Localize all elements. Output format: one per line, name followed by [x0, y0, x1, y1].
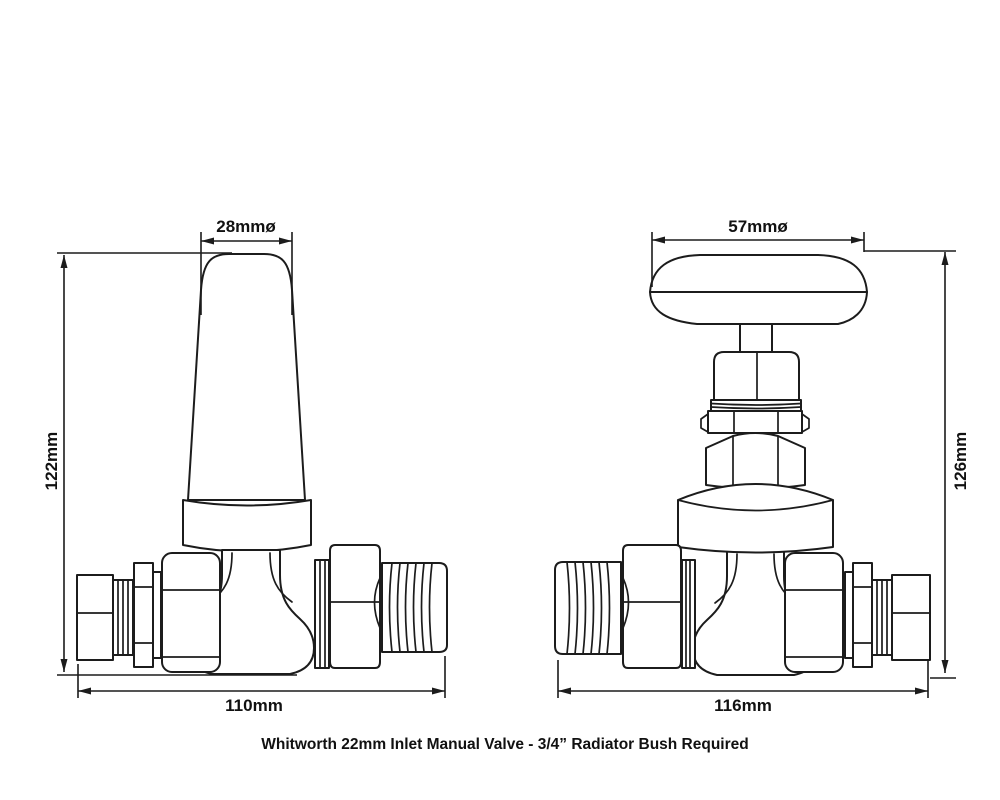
right-valve-height-label: 126mm [951, 432, 970, 491]
right-valve-large-hex [705, 432, 806, 490]
thread-lines [566, 561, 611, 655]
dim-126-arrow-bottom [941, 660, 949, 673]
left-valve-handle [187, 253, 306, 501]
olive-ring-lines [876, 579, 888, 656]
dim-122-arrow-bottom [60, 659, 68, 672]
flanged-nut [133, 562, 154, 668]
dim-122-arrow-top [60, 255, 68, 268]
washer-lines [710, 402, 802, 410]
left-valve-drawing [76, 253, 448, 675]
right-valve-knob [649, 254, 868, 325]
pipe-stub [891, 574, 931, 661]
flanged-nut-lines [852, 586, 873, 644]
dim-126-lines [864, 250, 956, 679]
hex-nut-face-curve [622, 577, 630, 629]
dim-122-lines [57, 252, 297, 676]
dim-57-arrow-left [652, 236, 665, 244]
body-ring-lines [319, 559, 326, 669]
dim-57-lines [651, 232, 865, 287]
union-nut-lines [161, 589, 221, 658]
thread-stub [554, 561, 622, 655]
right-valve-stem [739, 323, 773, 354]
flanged-nut [852, 562, 873, 668]
bonnet-front-lip [677, 499, 834, 512]
right-body-crease-left [714, 553, 738, 604]
dim-28-lines [200, 232, 293, 315]
flanged-nut-lines [133, 586, 154, 644]
union-nut [161, 552, 221, 673]
union-nut-lines [784, 589, 844, 658]
left-valve-dimensions: 28mmø 122mm 110mm [42, 217, 446, 715]
olive-ring-lines [117, 579, 129, 656]
dim-110-arrow-right [432, 687, 445, 695]
hex-nut-face-curve [373, 577, 381, 629]
right-valve-threaded-fitting [554, 544, 696, 669]
diagram-caption: Whitworth 22mm Inlet Manual Valve - 3/4”… [261, 736, 748, 753]
dim-116-arrow-left [558, 687, 571, 695]
dim-116-arrow-right [915, 687, 928, 695]
union-nut [784, 552, 844, 673]
small-hex-flares [700, 410, 810, 434]
spacer-ring [844, 571, 854, 659]
body-rings [681, 559, 696, 669]
left-valve-collar [182, 499, 312, 553]
thread-lines [388, 562, 433, 653]
left-valve-height-label: 122mm [42, 432, 61, 491]
right-valve-dimensions: 57mmø 126mm 116mm [557, 217, 970, 715]
left-valve-compression-fitting [76, 552, 221, 673]
dim-57-arrow-right [851, 236, 864, 244]
dim-116-lines [557, 660, 929, 698]
right-valve-bonnet [677, 483, 834, 554]
dim-110-arrow-left [78, 687, 91, 695]
body-ring-lines [685, 559, 691, 669]
right-valve-diameter-label: 57mmø [728, 217, 788, 236]
hex-nut [622, 544, 682, 669]
hex-nut [329, 544, 381, 669]
right-valve-small-hex [707, 410, 803, 434]
dim-28-arrow-left [201, 237, 214, 245]
pipe-stub [76, 574, 114, 661]
left-valve-diameter-label: 28mmø [216, 217, 276, 236]
right-valve-compression-fitting [784, 552, 931, 673]
right-valve-drawing [554, 254, 931, 676]
dim-28-arrow-right [279, 237, 292, 245]
left-valve-threaded-fitting [314, 544, 448, 669]
spacer-ring [152, 571, 162, 659]
left-valve-width-label: 110mm [225, 696, 283, 715]
large-hex-facets [732, 435, 779, 487]
right-valve-width-label: 116mm [714, 696, 772, 715]
body-rings [314, 559, 330, 669]
dim-126-arrow-top [941, 252, 949, 265]
left-valve-body-crease-right [269, 552, 293, 603]
